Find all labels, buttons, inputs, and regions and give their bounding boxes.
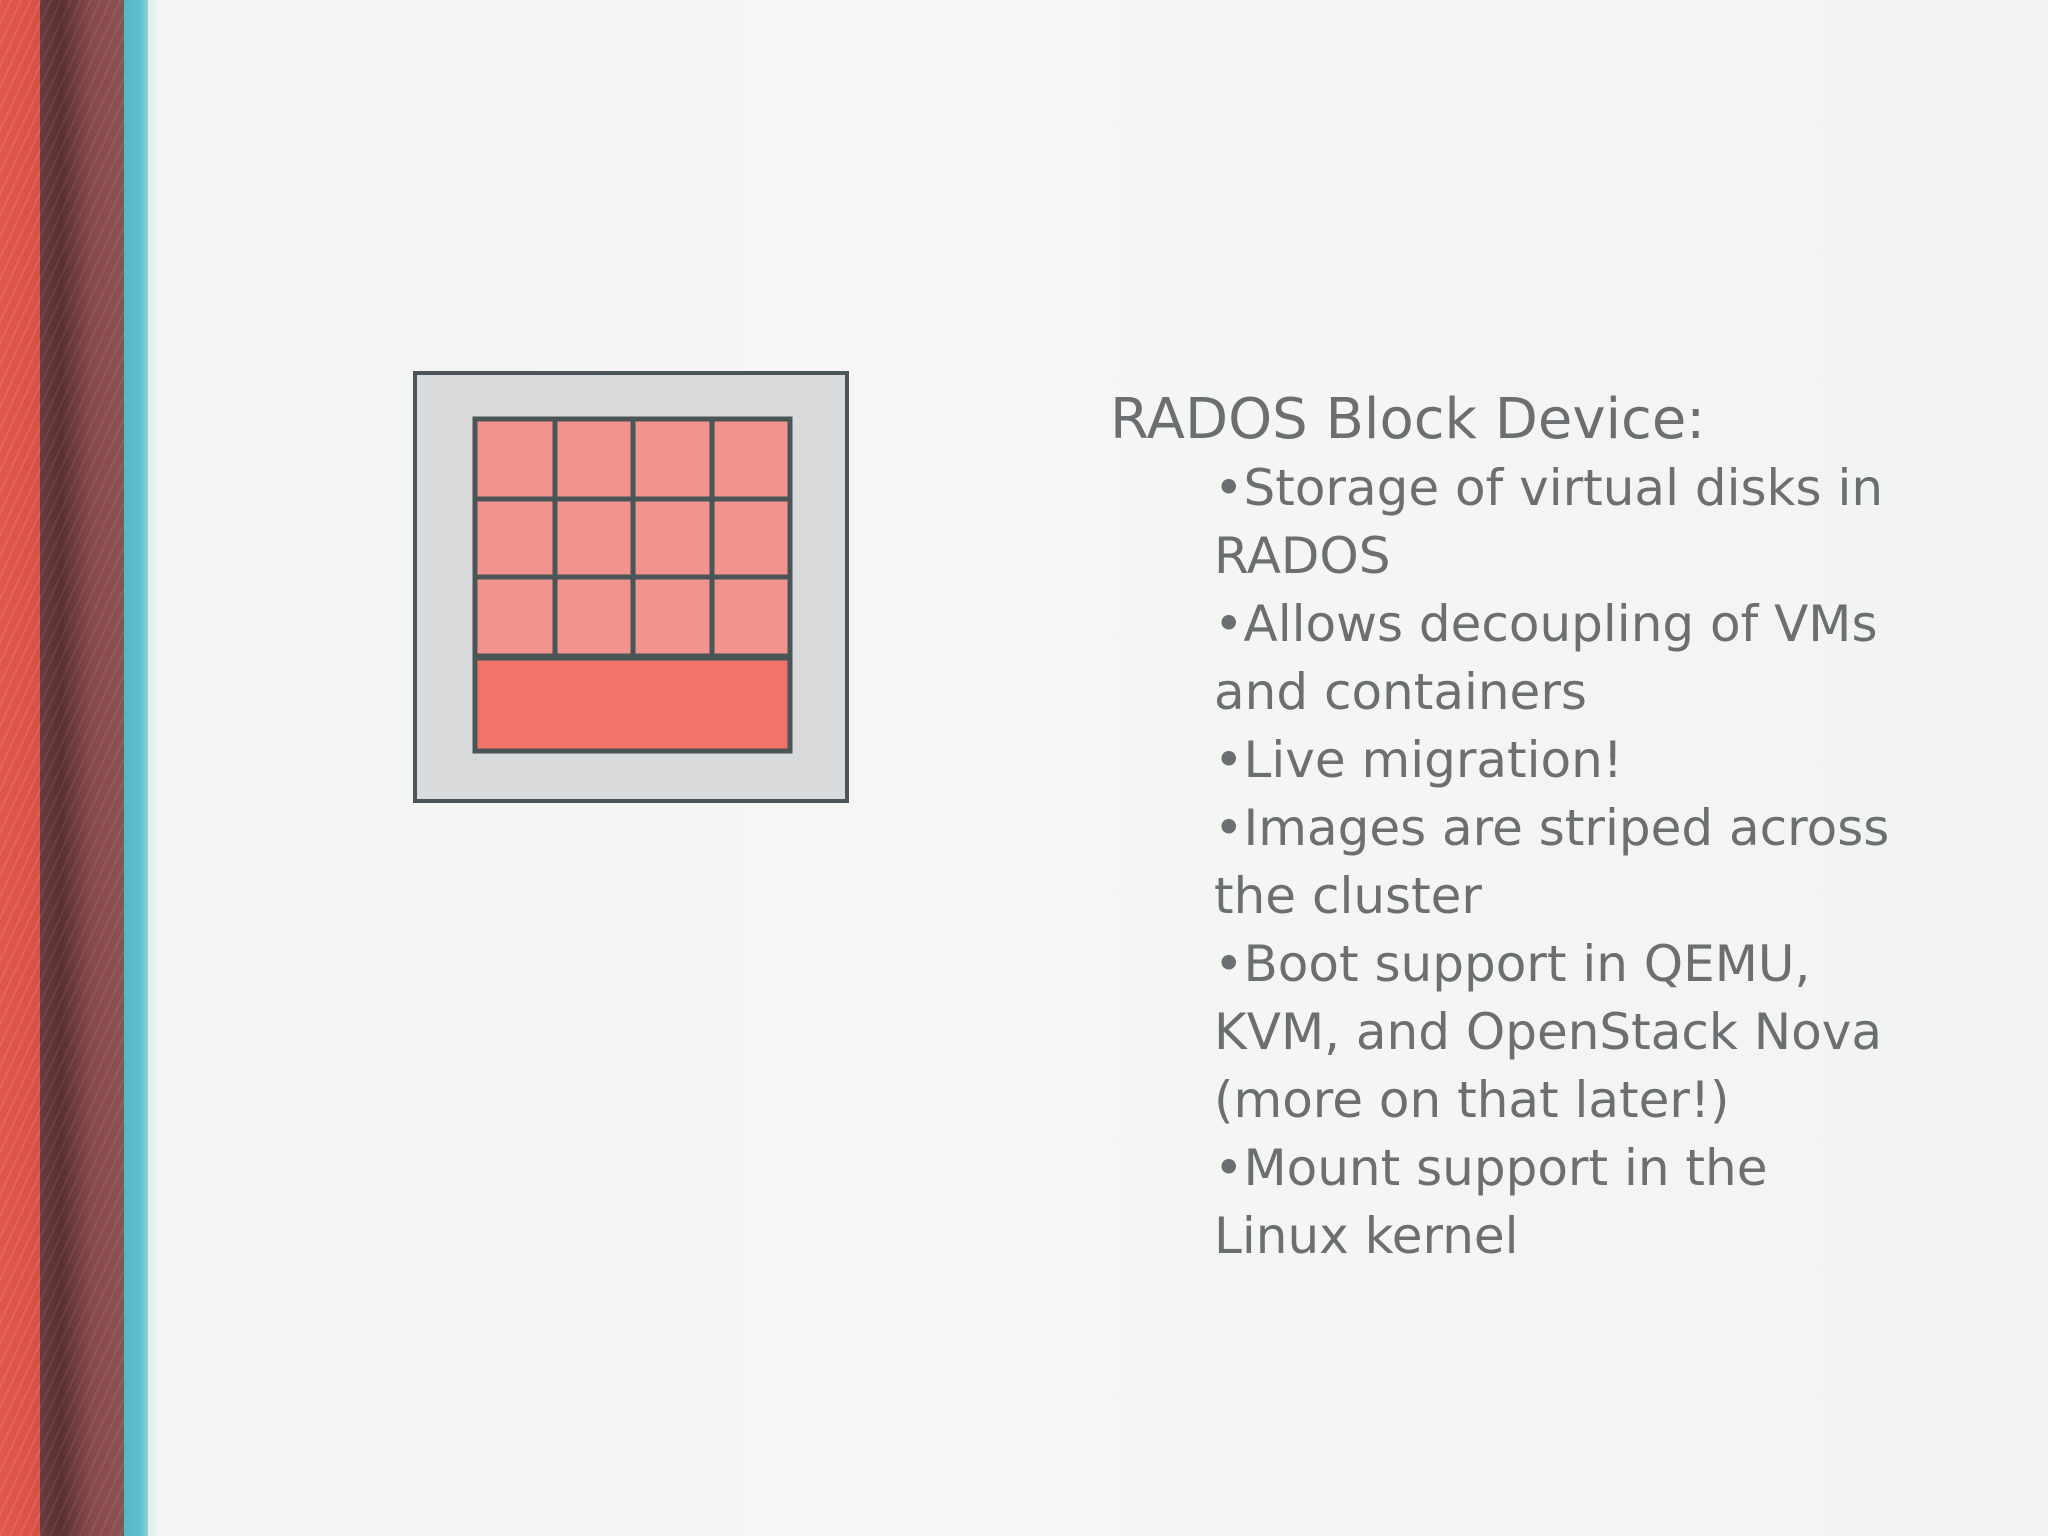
bullet-item: •Boot support in QEMU, KVM, and OpenStac…: [1214, 935, 1882, 1129]
text-block: RADOS Block Device: •Storage of virtual …: [1110, 386, 1990, 1270]
left-band-fade: [148, 0, 160, 1536]
bullet-item: •Images are striped across the cluster: [1214, 799, 1890, 925]
bullet-item: •Storage of virtual disks in RADOS: [1214, 459, 1884, 585]
block-grid: [472, 416, 793, 659]
bullet-list: •Storage of virtual disks in RADOS •Allo…: [1110, 454, 1990, 1270]
left-red-band: [0, 0, 44, 1536]
block-device-icon: [413, 371, 849, 803]
left-teal-band: [124, 0, 148, 1536]
slide-heading: RADOS Block Device:: [1110, 387, 1706, 452]
bullet-item: •Allows decoupling of VMs and containers: [1214, 595, 1878, 721]
block-bar: [472, 655, 793, 754]
bullet-item: •Live migration!: [1214, 731, 1623, 789]
left-dark-band: [40, 0, 126, 1536]
bullet-item: •Mount support in the Linux kernel: [1214, 1139, 1768, 1265]
